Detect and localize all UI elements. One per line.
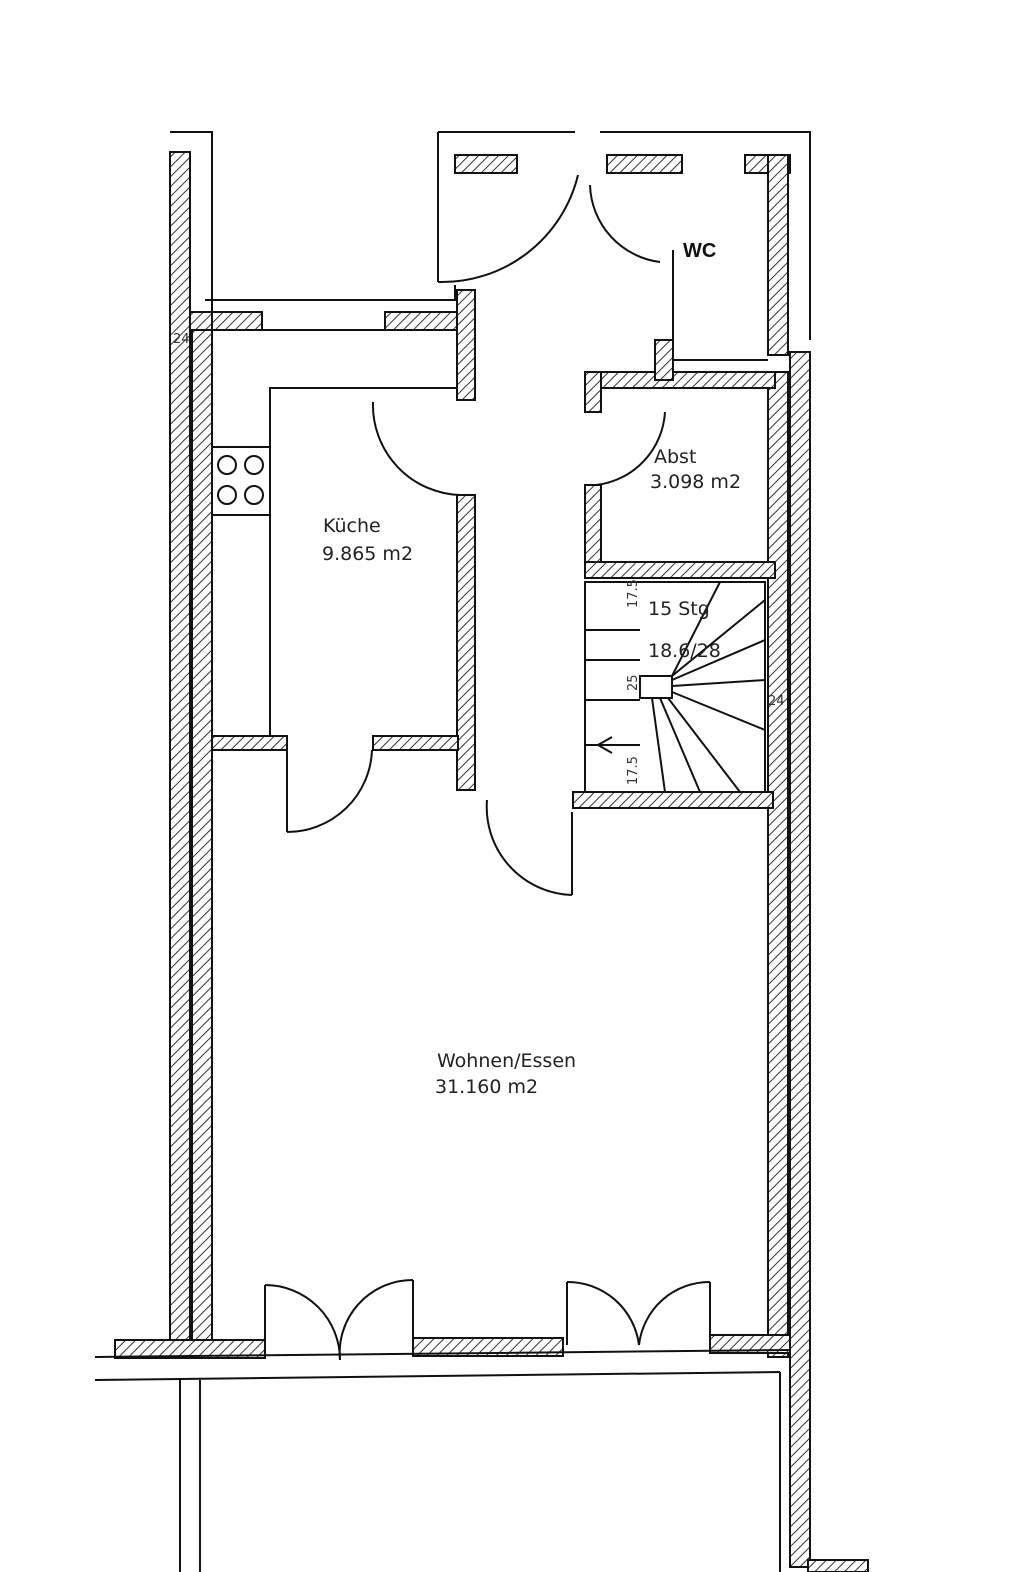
wall-stair-bottom xyxy=(572,791,774,809)
entry-outline-left xyxy=(170,131,213,330)
kitchen-counter xyxy=(269,387,457,735)
room-label-wc: WC xyxy=(683,240,716,262)
wall-right-outer xyxy=(789,351,811,1568)
burner-icon xyxy=(244,485,264,505)
wall-right-inner xyxy=(767,371,789,1358)
room-label-kueche: Küche xyxy=(323,515,381,537)
dimension-label: 25 xyxy=(626,674,641,691)
dimension-label: 17.5 xyxy=(626,579,641,608)
wall-wc-bottom-small xyxy=(654,339,674,381)
stair-step xyxy=(659,697,701,793)
stove xyxy=(211,446,271,516)
door-living-swing xyxy=(485,799,573,896)
burner-icon xyxy=(217,455,237,475)
room-label-wohnen: Wohnen/Essen xyxy=(437,1050,576,1072)
wall-entry-left xyxy=(454,154,518,174)
door-entry-swing xyxy=(437,174,579,284)
wall-abst-bottom xyxy=(584,561,776,579)
stair-step xyxy=(671,599,766,677)
door-wc-swing xyxy=(589,184,661,263)
patio-door-swing xyxy=(566,1280,640,1346)
wall-south-1 xyxy=(114,1339,266,1359)
wall-abst-left xyxy=(584,371,602,413)
patio-door-swing xyxy=(638,1280,711,1346)
dimension-label: 17.5 xyxy=(626,756,641,785)
stair-step xyxy=(671,691,766,731)
stair-step xyxy=(671,679,766,687)
stair-outline xyxy=(584,581,766,793)
terrace-line xyxy=(94,1371,781,1381)
stair-step xyxy=(671,581,721,677)
wall-kitchen-bottom-right xyxy=(372,735,459,751)
wall-center-upper xyxy=(456,289,476,401)
wall-entry-right xyxy=(606,154,683,174)
burner-icon xyxy=(244,455,264,475)
room-area-abst: 3.098 m2 xyxy=(650,471,741,493)
room-label-abst: Abst xyxy=(654,446,696,468)
stair-step xyxy=(667,697,741,793)
stair-step xyxy=(671,639,766,681)
wall-abst-left-low xyxy=(584,484,602,571)
door-kitchen-south-swing xyxy=(286,749,373,833)
room-area-kueche: 9.865 m2 xyxy=(322,543,413,565)
stair-step xyxy=(651,697,666,793)
wall-south-east xyxy=(807,1559,869,1572)
wall-center-lower xyxy=(456,494,476,791)
door-abst-swing xyxy=(595,411,666,486)
room-area-wohnen: 31.160 m2 xyxy=(435,1076,538,1098)
burner-icon xyxy=(217,485,237,505)
terrace-line xyxy=(94,1349,791,1358)
wc-partition xyxy=(672,250,768,361)
wall-south-2 xyxy=(412,1337,564,1357)
stair-arrow-head xyxy=(595,736,613,754)
wall-left-outer xyxy=(169,151,191,1343)
stair-ratio-label: 18.6/28 xyxy=(648,640,721,662)
door-kitchen-swing xyxy=(371,401,461,496)
wall-left-inner xyxy=(191,311,213,1358)
entry-outline-top-left xyxy=(205,285,456,301)
stair-steps-label: 15 Stg xyxy=(648,598,710,620)
patio-door-swing xyxy=(264,1284,341,1361)
wall-abst-top xyxy=(584,371,776,389)
patio-door-swing xyxy=(338,1278,414,1361)
wall-top-left xyxy=(189,311,263,331)
wc-outline-top xyxy=(600,131,811,340)
wall-kitchen-bottom-left xyxy=(211,735,288,751)
dimension-label: 24 xyxy=(768,694,785,709)
dimension-label: 24 xyxy=(173,332,190,347)
wall-wc-side xyxy=(767,154,789,356)
stair-core xyxy=(639,675,673,699)
